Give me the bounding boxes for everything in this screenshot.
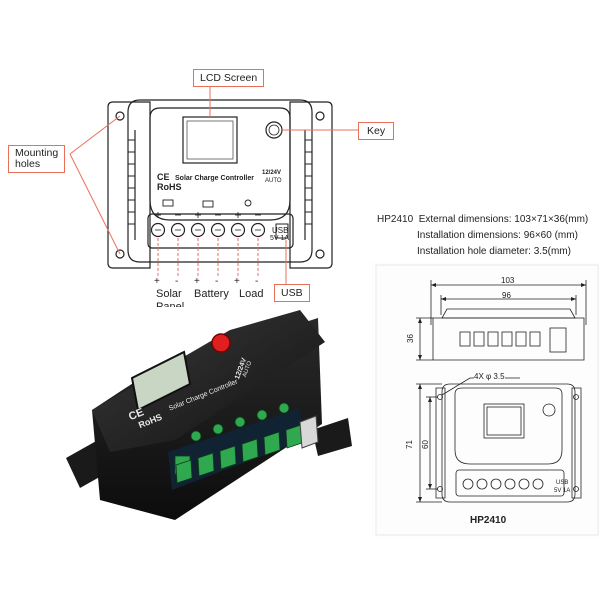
mounting-hole-top-left	[115, 111, 125, 121]
mounting-hole-bottom-left	[115, 249, 125, 259]
dim-label-96: 96	[502, 291, 511, 300]
photo-usb-port	[299, 415, 319, 449]
label-solar-plus: +	[154, 276, 160, 287]
mounting-holes-line-1: Mounting	[15, 147, 59, 159]
label-panel: Panel	[156, 301, 185, 307]
battery-icon	[202, 200, 214, 208]
front-view-usb-rating: 5V 1A	[554, 488, 571, 494]
front-panel	[149, 107, 291, 221]
top-view-terminal-3	[487, 331, 499, 347]
bulb-icon	[244, 199, 252, 207]
usb-callout: USB	[274, 284, 310, 302]
spec-external-text: External dimensions: 103×71×36(mm)	[418, 214, 589, 225]
usb-port-outline	[275, 223, 289, 239]
left-flange	[107, 101, 151, 269]
top-view-usb	[549, 327, 567, 353]
mounting-holes-callout: Mounting holes	[8, 145, 66, 173]
front-view-left-flange	[435, 387, 446, 499]
terminal-strip	[147, 213, 294, 249]
photo-screw-4	[256, 409, 268, 421]
top-view-terminal-4	[501, 331, 513, 347]
spec-external: HP2410 External dimensions: 103×71×36(mm…	[377, 214, 588, 225]
ce-mark: CE	[157, 172, 170, 182]
photo-screw-1	[190, 430, 202, 442]
photo-screw-3	[234, 416, 246, 428]
mount-callout-line-2	[69, 153, 121, 255]
photo-body-top	[92, 310, 325, 452]
photo-terminal-green-4	[241, 438, 259, 463]
photo-terminal-green-3	[219, 445, 237, 470]
photo-flange-right	[312, 418, 352, 456]
top-section	[0, 0, 600, 305]
front-view-body	[441, 383, 576, 503]
solar-panel-icon	[162, 199, 174, 207]
photo-lcd-screen	[130, 350, 192, 412]
mount-callout-line-1	[69, 115, 121, 155]
dim-label-60: 60	[420, 440, 430, 449]
label-battery-minus: -	[215, 276, 219, 287]
top-view-outline	[432, 317, 585, 361]
lcd-screen-outline	[182, 116, 238, 164]
spec-model-prefix: HP2410	[377, 214, 414, 225]
photo-screw-5	[278, 402, 290, 414]
photo-terminal-green-2	[197, 452, 215, 477]
spec-hole: Installation hole diameter: 3.5(mm)	[417, 246, 571, 257]
label-load: Load	[239, 288, 264, 300]
label-load-plus: +	[234, 276, 240, 287]
dim-label-71: 71	[404, 440, 414, 449]
usb-rating: 5V 1A	[270, 235, 290, 242]
front-view-usb-label: USB	[556, 480, 569, 486]
dim-label-holes: 4X φ 3.5	[474, 372, 505, 381]
label-solar-minus: -	[175, 276, 179, 287]
model-caption: HP2410	[470, 515, 507, 526]
label-battery-plus: +	[194, 276, 200, 287]
top-view-terminal-1	[459, 331, 471, 347]
rohs-mark: RoHS	[157, 182, 182, 192]
photo-key-button	[211, 333, 231, 353]
label-solar: Solar	[156, 288, 182, 300]
photo-screw-2	[212, 423, 224, 435]
front-view-lcd	[483, 403, 525, 439]
spec-installation: Installation dimensions: 96×60 (mm)	[417, 230, 578, 241]
mounting-hole-top-right	[315, 111, 325, 121]
dim-label-36: 36	[405, 334, 415, 343]
device-name: Solar Charge Controller	[175, 175, 254, 182]
key-callout: Key	[358, 122, 395, 140]
top-view-terminal-5	[515, 331, 527, 347]
mounting-hole-bottom-right	[315, 249, 325, 259]
dim-label-103: 103	[501, 276, 515, 285]
label-load-minus: -	[255, 276, 259, 287]
front-view-right-flange	[571, 387, 582, 499]
device-mode: AUTO	[265, 178, 282, 184]
front-view-key	[542, 403, 556, 417]
usb-label: USB	[272, 226, 289, 235]
photo-terminal-green-5	[263, 431, 281, 456]
device-voltage: 12/24V	[262, 170, 282, 176]
mounting-holes-line-2: holes	[15, 158, 41, 170]
lcd-screen-callout: LCD Screen	[193, 69, 265, 87]
photo-terminal-green-1	[175, 459, 193, 484]
top-view-terminal-6	[529, 331, 541, 347]
label-battery: Battery	[194, 288, 229, 300]
right-flange	[289, 101, 333, 269]
controller-body	[127, 99, 313, 263]
top-view-terminal-2	[473, 331, 485, 347]
